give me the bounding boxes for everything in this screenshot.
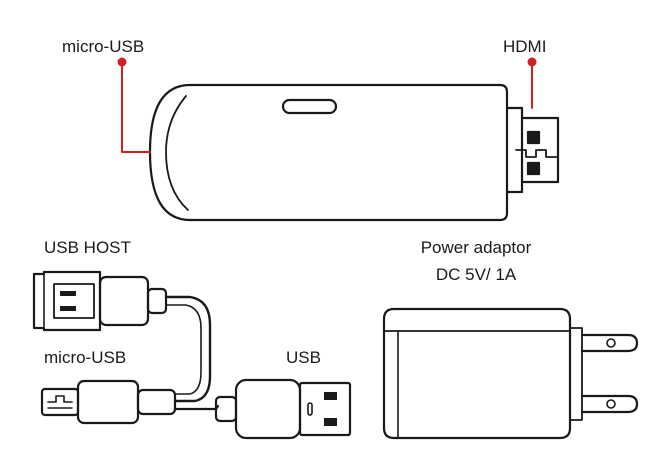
- cable-upper: [164, 295, 212, 403]
- hdmi-pin-top: [526, 130, 541, 145]
- dongle-slot: [281, 98, 338, 115]
- dongle-body-inner-edge: [165, 95, 189, 211]
- usb-a-housing: [234, 378, 302, 440]
- usb-host-housing: [98, 275, 150, 327]
- usb-host-boot: [146, 287, 168, 315]
- callout-dot-hdmi: [527, 57, 537, 67]
- otg-cable: [32, 270, 352, 440]
- cable-lower: [173, 404, 220, 411]
- micro-usb-boot: [136, 388, 177, 416]
- label-usb-host: USB HOST: [44, 238, 131, 257]
- label-power-spec: DC 5V/ 1A: [436, 265, 517, 284]
- callouts: [121, 61, 533, 153]
- dongle-body: [148, 83, 509, 222]
- hdmi-plug-zigzag: [515, 149, 559, 158]
- hdmi-dongle: [148, 83, 560, 222]
- usb-a-metal: [298, 381, 352, 437]
- cable-upper-2: [165, 304, 202, 395]
- micro-usb-tip-pattern: [47, 395, 73, 403]
- adaptor-body: [382, 307, 572, 440]
- power-adaptor: [382, 307, 639, 440]
- label-micro-usb-bottom: micro-USB: [44, 348, 126, 367]
- adaptor-pin-top: [580, 333, 639, 353]
- hdmi-pin-bottom: [526, 161, 541, 176]
- label-micro-usb-top: micro-USB: [62, 37, 144, 56]
- label-power-adaptor: Power adaptor: [421, 238, 532, 257]
- label-hdmi: HDMI: [503, 37, 546, 56]
- hdmi-plug-outline: [505, 106, 560, 194]
- adaptor-side: [569, 327, 583, 421]
- usb-host-port: [53, 283, 95, 319]
- label-usb: USB: [286, 348, 321, 367]
- adaptor-pin-bottom: [580, 394, 639, 414]
- callout-dot-micro-usb: [117, 57, 127, 67]
- micro-usb-housing: [76, 379, 140, 425]
- usb-a-boot: [214, 395, 238, 423]
- callout-micro-usb: [121, 61, 151, 153]
